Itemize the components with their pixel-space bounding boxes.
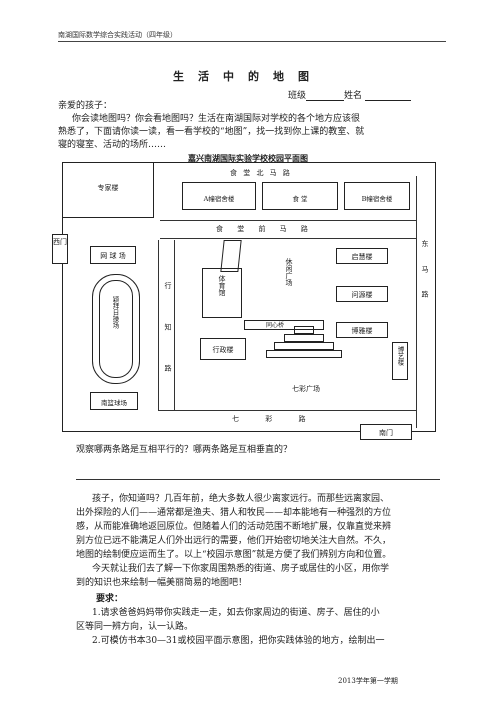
greeting: 亲爱的孩子： [58, 101, 113, 111]
class-field: 班级 [288, 88, 345, 101]
name-label: 姓名 [344, 91, 363, 101]
class-blank [306, 91, 345, 101]
class-label: 班级 [288, 91, 307, 101]
west-gate: 西门 [52, 234, 68, 264]
header-divider [58, 41, 446, 42]
south-road-edge [158, 410, 416, 411]
plaza-label: 休闲广场 [285, 258, 293, 286]
bridge-label: 同心桥 [266, 322, 285, 329]
south-road-label: 七 彩 路 [232, 415, 318, 423]
plaza-step-2 [284, 334, 324, 342]
stadium-label: 颖拜日操场 [111, 296, 119, 329]
plaza-step-1 [294, 326, 314, 334]
west-road-label: 行 知 路 [164, 282, 172, 388]
experts-building: 专家楼 [62, 162, 154, 218]
map-title: 嘉兴南湖国际实验学校校园平面图 [188, 153, 308, 163]
gym-walkway [220, 240, 242, 272]
west-road-edge-left [158, 240, 159, 410]
question: 观察哪两条路是互相平行的？哪两条路是互相垂直的？ [76, 445, 293, 455]
east-road-edge [416, 176, 417, 428]
north-road-label: 食 堂 北 马 路 [230, 169, 292, 177]
boya-building: 博雅楼 [336, 322, 388, 338]
intro-line-3: 寝的寝室、活动的场所…… [58, 140, 167, 150]
page-header: 南湖国际数学综合实践活动（四年级） [58, 31, 177, 39]
passage-line-5: 地图的绘制便应运而生了。以上“校园示意图”就是方便了我们辨别方向和位置。 [76, 550, 392, 560]
front-road-edge-bottom [160, 238, 416, 239]
passage-line-1: 孩子，你知道吗？几百年前，绝大多数人很少离家远行。而那些远离家园、 [92, 494, 390, 504]
campus-boundary [62, 162, 436, 432]
boyi-building: 博艺楼 [392, 342, 408, 380]
name-blank [365, 91, 412, 101]
front-road-edge-top [160, 220, 416, 221]
requirement-1a: 1.请求爸爸妈妈带你实践走一走，如去你家周边的街道、房子、居住的小 [92, 608, 380, 618]
passage-line-7: 到的知识也来绘制一幅美丽简易的地图吧！ [76, 578, 248, 588]
west-road-edge-right [174, 240, 175, 410]
requirement-1b: 区等同一辨方向，认一认路。 [76, 622, 194, 632]
plaza-step-3 [274, 342, 334, 350]
wenyuan-building: 问源楼 [336, 286, 388, 302]
campus-map: 食 堂 北 马 路 专家楼 A幢宿舍楼 食 堂 B幢宿舍楼 食 堂 前 马 路 … [52, 162, 436, 440]
page-footer: 2013学年第一学期 [338, 677, 398, 685]
requirement-2: 2.可模仿书本30—31或校园平面示意图，把你实践体验的地方，绘制出一 [92, 636, 385, 646]
front-road-label: 食 堂 前 马 路 [216, 225, 314, 233]
requirements-label: 要求： [96, 594, 124, 604]
name-field: 姓名 [344, 88, 412, 101]
passage-line-3: 感，从而能准确地返回原位。但随着人们的活动范围不断地扩展，仅靠直觉来辨 [76, 522, 392, 532]
passage-line-2: 出外探险的人们——通常都是渔夫、猎人和牧民——却本能地有一种强烈的方位 [76, 508, 392, 518]
south-basketball-court: 南篮球场 [90, 392, 138, 410]
page-title: 生活中的地图 [173, 70, 323, 83]
tongxin-bridge [244, 320, 324, 330]
passage-line-6: 今天就让我们去了解一下你家周围熟悉的街道、房子或居住的小区，用你学 [92, 564, 390, 574]
tennis-court: 网 球 场 [90, 246, 136, 264]
qiming-building: 启慧楼 [336, 248, 388, 264]
dorm-a-building: A幢宿舍楼 [182, 182, 256, 210]
intro-line-1: 你会读地图吗？你会看地图吗？生活在南湖国际对学校的各个地方应该很 [72, 114, 361, 124]
intro-line-2: 熟悉了，下面请你读一读，看一看学校的“地图”，找一找到你上课的教室、就 [58, 127, 365, 137]
admin-building: 行政楼 [200, 338, 246, 360]
east-road-label: 东 马 路 [421, 240, 429, 306]
canteen-building: 食 堂 [262, 182, 338, 210]
stadium-track [92, 274, 140, 384]
stadium-inner-track [99, 280, 133, 378]
passage-line-4: 别方位已远不能满足人们外出远行的需要，他们开始密切地关注大自然。不久， [76, 536, 392, 546]
colorful-plaza-label: 七彩广场 [292, 385, 320, 393]
plaza-step-4 [266, 350, 342, 358]
gym-building: 体育馆 [202, 268, 242, 318]
dorm-b-building: B幢宿舍楼 [344, 182, 410, 210]
answer-line [76, 479, 440, 480]
south-gate: 南门 [360, 424, 412, 440]
